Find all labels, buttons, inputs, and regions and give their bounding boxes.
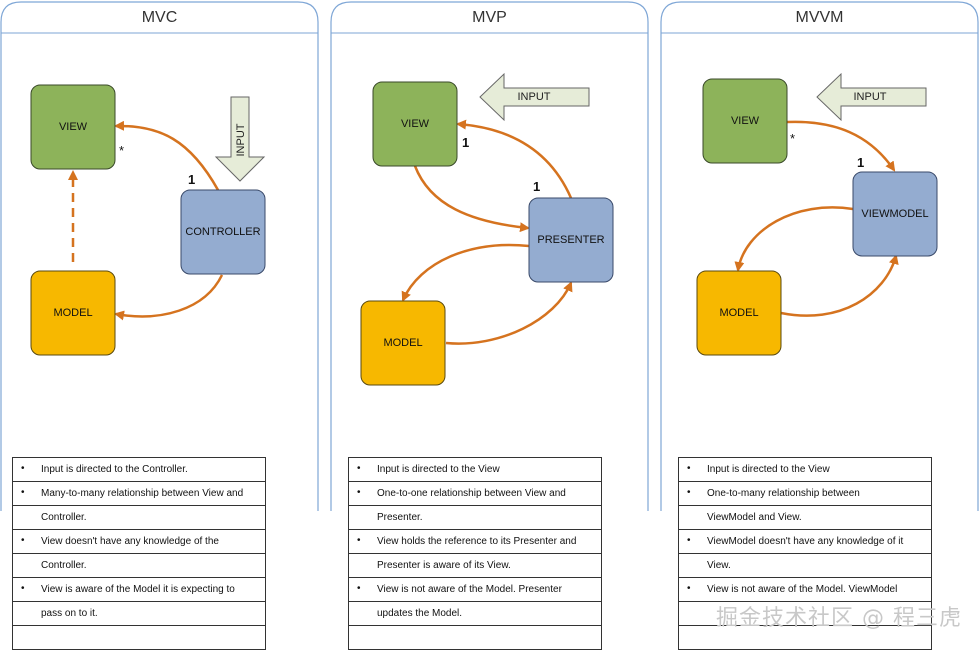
note-item: View doesn't have any knowledge of the [12, 529, 266, 554]
multiplicity-star: * [119, 143, 124, 158]
input-label: INPUT [854, 91, 887, 103]
viewmodel-box [852, 171, 938, 257]
input-label: INPUT [518, 91, 551, 103]
viewmodel-label: VIEWMODEL [861, 208, 928, 220]
multiplicity-view: 1 [462, 135, 469, 150]
note-item: View is not aware of the Model. ViewMode… [678, 577, 932, 602]
arrow-model-to-viewmodel [780, 254, 899, 317]
note-continuation [678, 601, 932, 626]
note-item: One-to-many relationship between [678, 481, 932, 506]
note-item: View is not aware of the Model. Presente… [348, 577, 602, 602]
note-item: View is aware of the Model it is expecti… [12, 577, 266, 602]
view-label: VIEW [731, 115, 760, 127]
notes-table-mvc: Input is directed to the Controller. Man… [12, 457, 266, 650]
arrow-controller-to-view [114, 120, 220, 191]
view-box [30, 84, 116, 170]
multiplicity-one: 1 [857, 155, 864, 170]
controller-box [180, 189, 266, 275]
multiplicity-one: 1 [188, 172, 195, 187]
panel-mvp: MVP INPUT VIEW MODEL PRESENTER 1 1 [330, 1, 649, 511]
input-arrow [816, 72, 927, 122]
watermark: 掘金技术社区 @ 程三虎 [716, 606, 962, 631]
panel-mvp-title: MVP [472, 9, 507, 26]
model-box [30, 270, 116, 356]
note-item: One-to-one relationship between View and [348, 481, 602, 506]
note-continuation: updates the Model. [348, 601, 602, 626]
view-box [372, 81, 458, 167]
note-empty-row [12, 625, 266, 650]
multiplicity-presenter: 1 [533, 179, 540, 194]
model-box [696, 270, 782, 356]
presenter-label: PRESENTER [537, 234, 604, 246]
panel-mvvm: MVVM INPUT VIEW MODEL VIEWMODEL * 1 [660, 1, 979, 511]
input-label: INPUT [235, 123, 247, 156]
note-continuation: pass on to it. [12, 601, 266, 626]
controller-label: CONTROLLER [185, 226, 260, 238]
arrow-presenter-to-model [401, 243, 530, 302]
panel-mvp-frame [330, 1, 649, 511]
view-label: VIEW [59, 121, 88, 133]
note-item: ViewModel doesn't have any knowledge of … [678, 529, 932, 554]
model-label: MODEL [719, 307, 758, 319]
input-arrow [479, 72, 590, 122]
panel-mvc-frame [0, 1, 319, 511]
arrow-controller-to-model [114, 274, 224, 321]
view-label: VIEW [401, 118, 430, 130]
multiplicity-star: * [790, 131, 795, 146]
arrow-viewmodel-to-model [734, 206, 854, 272]
note-continuation: Controller. [12, 505, 266, 530]
note-item: Many-to-many relationship between View a… [12, 481, 266, 506]
model-label: MODEL [383, 337, 422, 349]
note-empty-row [348, 625, 602, 650]
note-continuation: Presenter. [348, 505, 602, 530]
note-continuation: Presenter is aware of its View. [348, 553, 602, 578]
panel-mvvm-title: MVVM [796, 9, 844, 26]
note-empty-row [678, 625, 932, 650]
panel-mvc-title: MVC [142, 9, 178, 26]
note-item: Input is directed to the View [348, 457, 602, 482]
notes-table-mvp: Input is directed to the View One-to-one… [348, 457, 602, 650]
panel-mvc: MVC INPUT VIEW MODEL CONTROLLER * 1 [0, 1, 319, 511]
arrow-view-to-viewmodel [786, 120, 896, 172]
panel-mvvm-frame [660, 1, 979, 511]
model-label: MODEL [53, 307, 92, 319]
arrow-view-to-presenter [413, 165, 530, 233]
arrow-model-to-presenter [445, 281, 573, 345]
note-continuation: ViewModel and View. [678, 505, 932, 530]
arrow-presenter-to-view [456, 119, 573, 199]
view-box [702, 78, 788, 164]
presenter-box [528, 197, 614, 283]
note-item: Input is directed to the Controller. [12, 457, 266, 482]
note-continuation: View. [678, 553, 932, 578]
notes-table-mvvm: Input is directed to the View One-to-man… [678, 457, 932, 650]
note-item: Input is directed to the View [678, 457, 932, 482]
input-arrow [214, 96, 266, 182]
note-continuation: Controller. [12, 553, 266, 578]
note-item: View holds the reference to its Presente… [348, 529, 602, 554]
model-box [360, 300, 446, 386]
